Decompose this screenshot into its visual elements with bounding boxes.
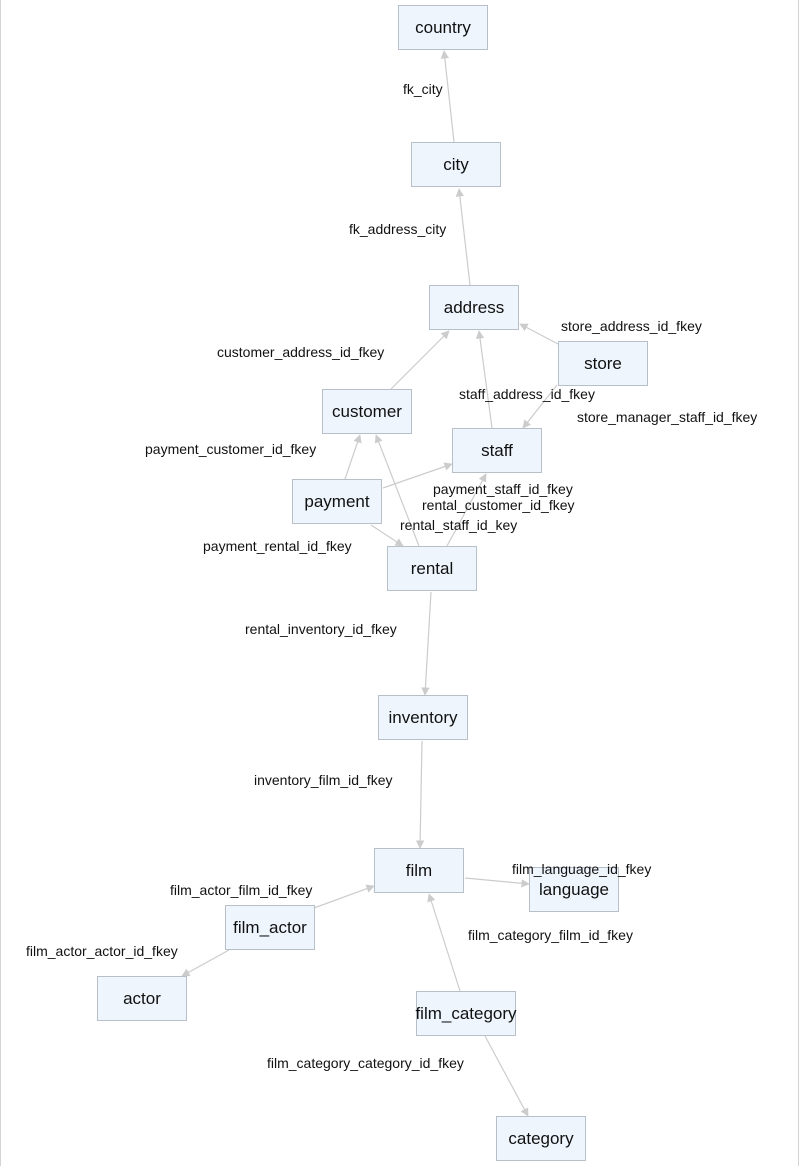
entity-store[interactable]: store: [558, 341, 648, 386]
edge-customer-address[interactable]: [390, 330, 450, 390]
edge-label: fk_city: [403, 81, 443, 97]
entity-staff[interactable]: staff: [452, 428, 542, 473]
entity-film[interactable]: film: [374, 848, 464, 893]
edge-label: staff_address_id_fkey: [459, 386, 595, 402]
edge-label: rental_customer_id_fkey: [422, 497, 575, 513]
entity-customer[interactable]: customer: [322, 389, 412, 434]
edge-filmactor-actor[interactable]: [181, 949, 230, 977]
edge-label: store_address_id_fkey: [561, 318, 702, 334]
entity-city[interactable]: city: [411, 142, 501, 187]
entity-country[interactable]: country: [398, 5, 488, 50]
edge-label: film_category_film_id_fkey: [468, 927, 633, 943]
edge-label: film_actor_actor_id_fkey: [26, 943, 178, 959]
edge-label: rental_inventory_id_fkey: [245, 621, 397, 637]
edge-label: payment_staff_id_fkey: [433, 481, 573, 497]
edge-label: payment_rental_id_fkey: [203, 538, 352, 554]
edge-filmcategory-category[interactable]: [484, 1035, 529, 1117]
edge-rental-staff[interactable]: [446, 473, 487, 547]
edge-label: film_language_id_fkey: [512, 861, 652, 877]
edge-store-staff[interactable]: [522, 384, 558, 429]
edge-label: store_manager_staff_id_fkey: [577, 409, 758, 425]
entity-language[interactable]: language: [529, 867, 619, 912]
entity-inventory[interactable]: inventory: [378, 695, 468, 740]
entity-category[interactable]: category: [496, 1116, 586, 1161]
edge-film-language[interactable]: [464, 877, 530, 888]
edge-store-address[interactable]: [519, 323, 559, 345]
entity-film-category[interactable]: film_category: [415, 991, 517, 1036]
edge-label: film_category_category_id_fkey: [267, 1055, 464, 1071]
edge-label: fk_address_city: [349, 221, 447, 237]
edge-payment-customer[interactable]: [344, 434, 362, 480]
entity-address[interactable]: address: [429, 285, 519, 330]
edge-label: rental_staff_id_key: [400, 517, 518, 533]
entity-payment[interactable]: payment: [292, 479, 382, 524]
edge-label: customer_address_id_fkey: [217, 344, 385, 360]
edge-rental-inventory[interactable]: [421, 591, 432, 696]
edge-label: payment_customer_id_fkey: [145, 441, 317, 457]
edge-payment-rental[interactable]: [370, 524, 404, 547]
edge-staff-address[interactable]: [475, 330, 493, 429]
entity-rental[interactable]: rental: [387, 546, 477, 591]
edge-address-city[interactable]: [455, 188, 471, 286]
edge-inventory-film[interactable]: [415, 740, 425, 849]
entity-film-actor[interactable]: film_actor: [225, 905, 315, 950]
edge-label: film_actor_film_id_fkey: [170, 882, 313, 898]
edge-label: inventory_film_id_fkey: [254, 772, 393, 788]
edge-city-country[interactable]: [440, 50, 455, 143]
edge-filmactor-film[interactable]: [313, 884, 375, 909]
edge-filmcategory-film[interactable]: [427, 893, 461, 992]
entity-actor[interactable]: actor: [97, 976, 187, 1021]
edge-rental-customer[interactable]: [374, 434, 420, 547]
